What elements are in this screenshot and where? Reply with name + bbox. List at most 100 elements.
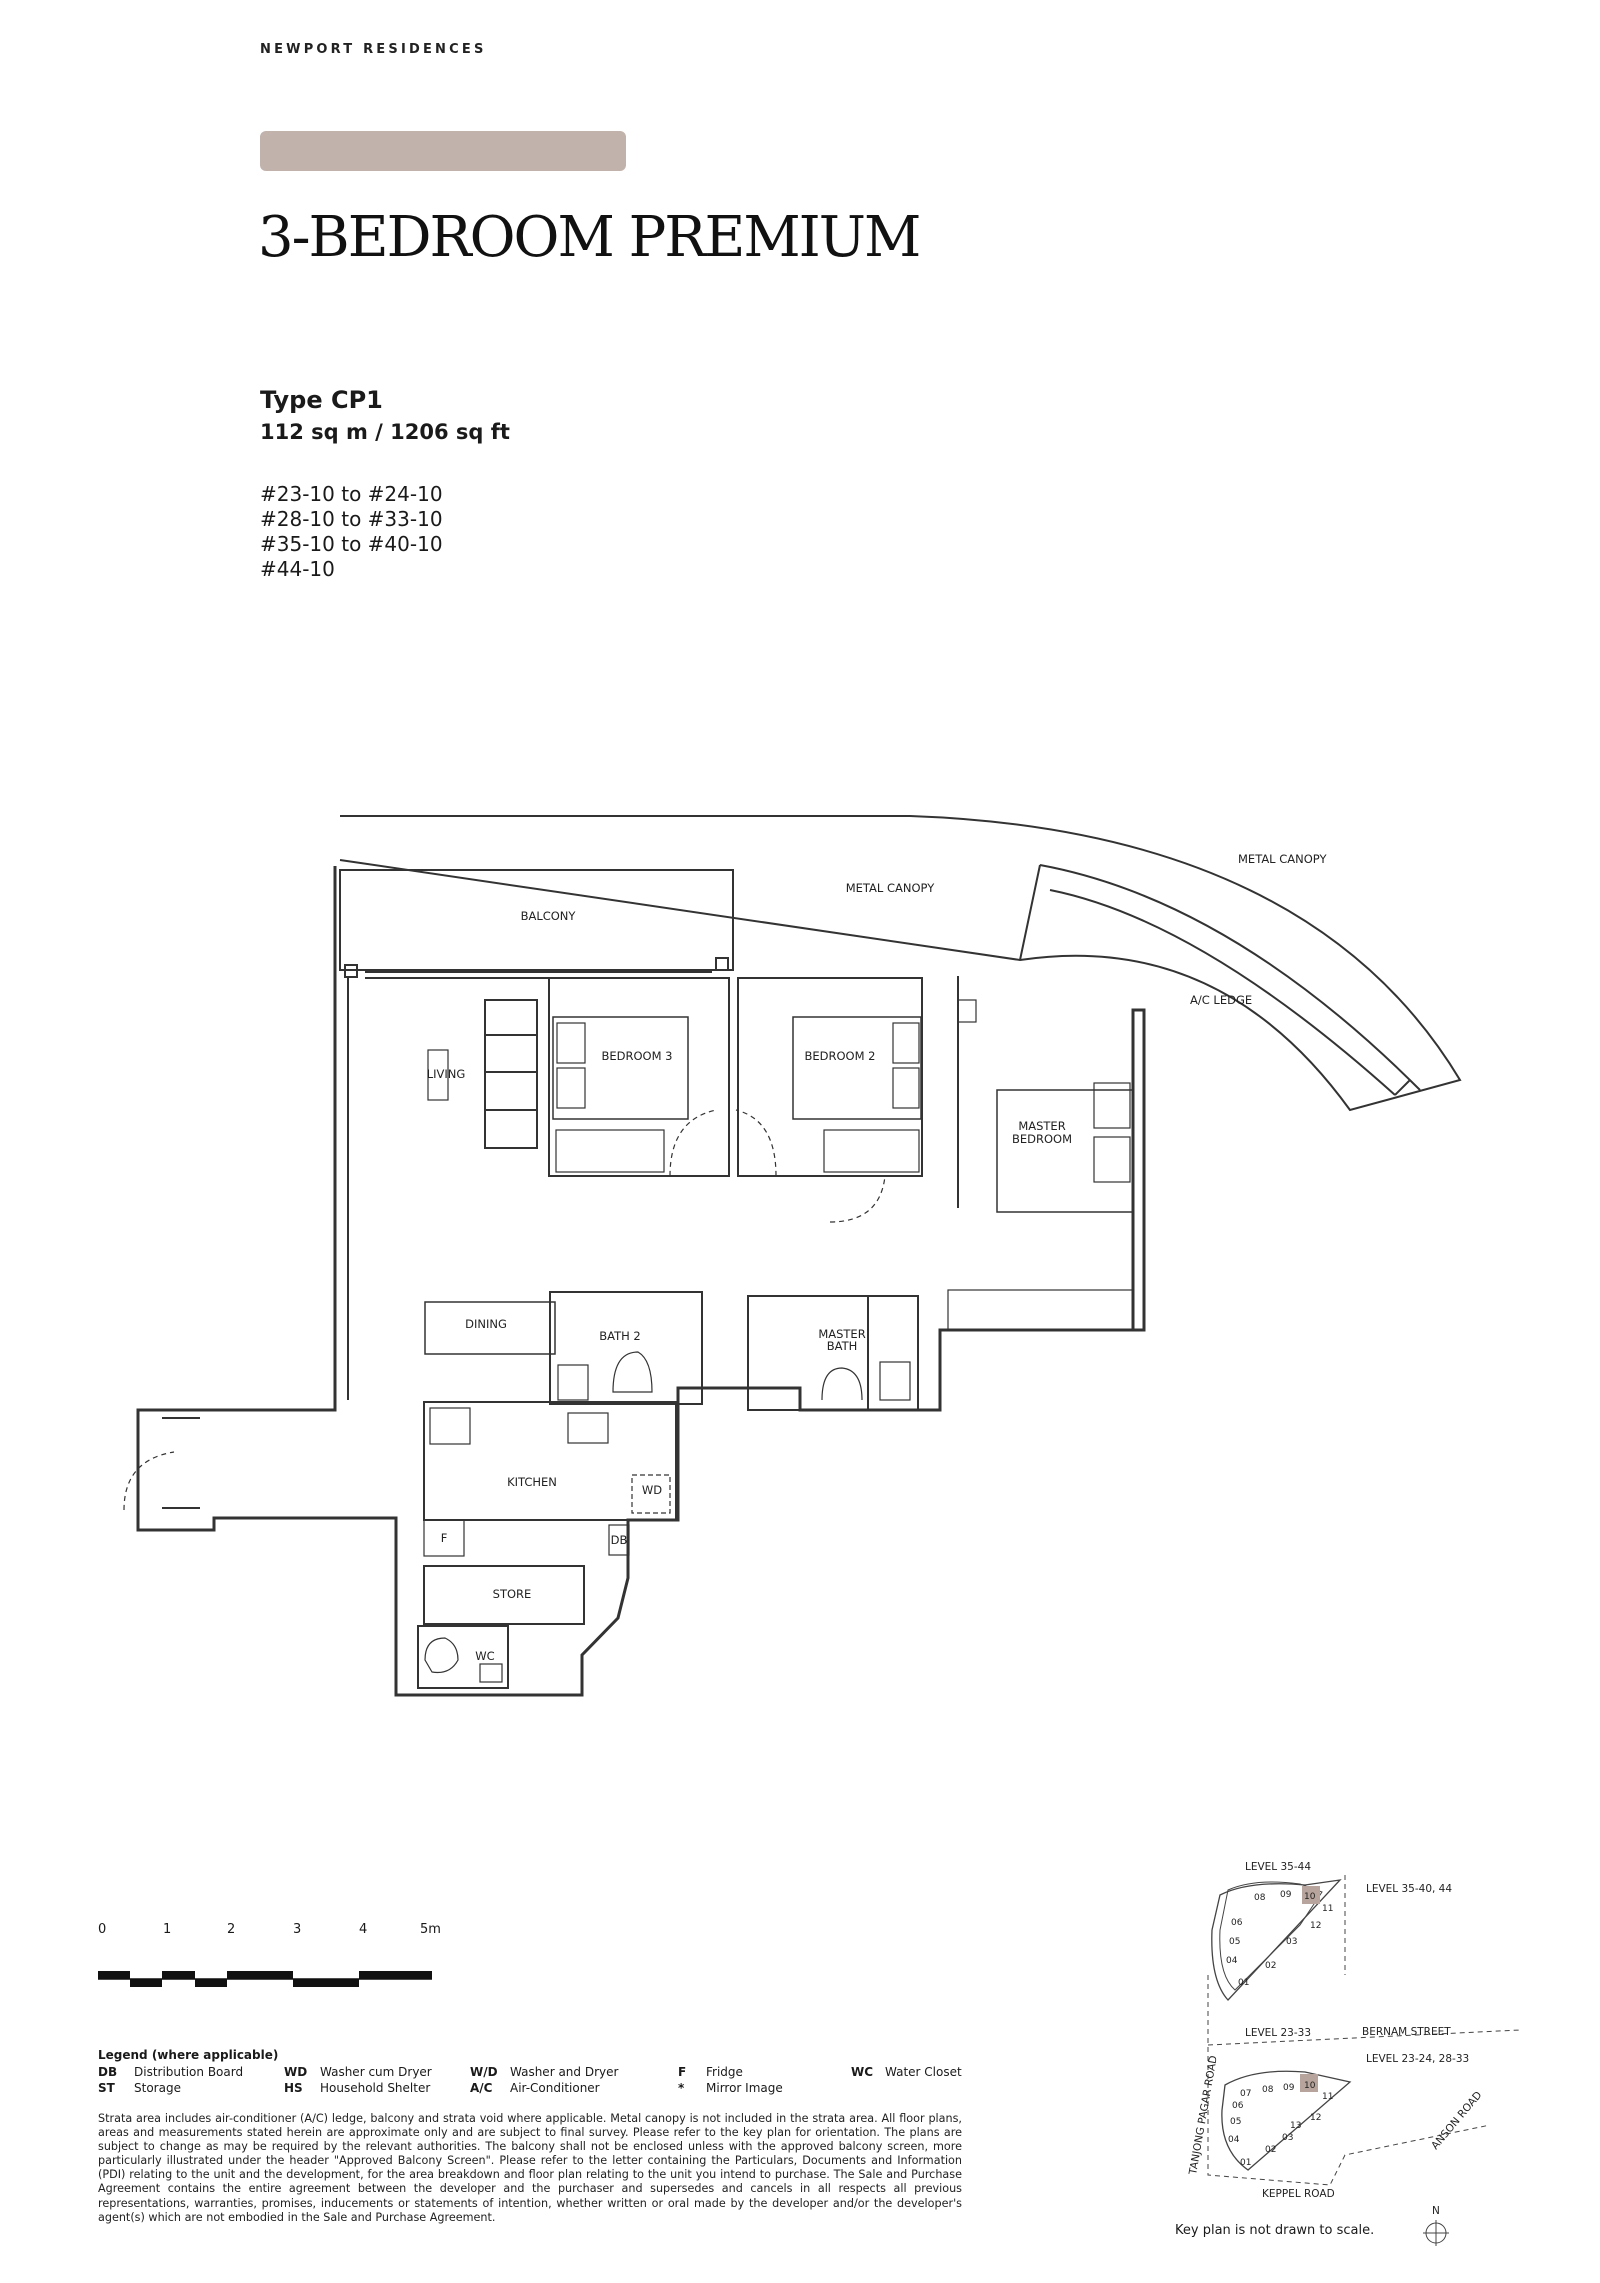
room-label-bedroom3: BEDROOM 3 (602, 1049, 673, 1063)
unit-number: 12 (1310, 1921, 1321, 1931)
unit-number: 05 (1230, 2117, 1241, 2127)
unit-range: #35-10 to #40-10 (260, 532, 443, 556)
canopy-line (1039, 864, 1421, 1091)
unit-number: 02 (1265, 1961, 1276, 1971)
unit-number: 08 (1254, 1893, 1266, 1903)
scale-label: 0 (98, 1922, 107, 1937)
keyplan-lower-level: LEVEL 23-33 (1245, 2027, 1311, 2039)
unit-number: 07 (1240, 2089, 1251, 2099)
keyplan-street-anson: ANSON ROAD (1429, 2089, 1484, 2152)
scale-label: 5m (420, 1922, 441, 1937)
bed (792, 1016, 922, 1120)
master-bed (996, 1089, 1134, 1213)
callout-metal-canopy: METAL CANOPY (1238, 852, 1327, 866)
sofa (484, 999, 538, 1149)
scale-label: 1 (163, 1922, 172, 1937)
label-fridge: F (441, 1531, 448, 1545)
wc-walls (417, 1625, 509, 1689)
unit-number: 10 (1304, 1892, 1316, 1902)
bath2-walls (549, 1291, 703, 1405)
room-label-wc: WC (475, 1649, 494, 1663)
label-wd: WD (642, 1483, 662, 1497)
disclaimer-text: Strata area includes air-conditioner (A/… (98, 2112, 962, 2224)
unit-number: 12 (1310, 2113, 1321, 2123)
room-label-master-bedroom: BEDROOM (1012, 1132, 1072, 1146)
room-label-master-bath: BATH (827, 1339, 858, 1353)
room-label-living: LIVING (427, 1067, 466, 1081)
unit-range: #28-10 to #33-10 (260, 507, 443, 531)
room-label-bedroom2: BEDROOM 2 (805, 1049, 876, 1063)
room-label-store: STORE (493, 1587, 532, 1601)
unit-number: 06 (1231, 1918, 1243, 1928)
room-label-balcony: BALCONY (521, 909, 577, 923)
unit-type-area: 112 sq m / 1206 sq ft (260, 420, 510, 444)
outer-wall (136, 866, 1146, 1697)
canopy-line (1049, 889, 1396, 1096)
toilet (821, 1367, 863, 1401)
wardrobe (823, 1129, 920, 1173)
store-walls (423, 1565, 585, 1625)
washer-dryer (631, 1474, 671, 1514)
highlight-unit (1300, 2074, 1318, 2092)
wardrobe (555, 1129, 665, 1173)
unit-number: 02 (1265, 2145, 1276, 2155)
unit-number: 04 (1228, 2135, 1240, 2145)
brand-name: NEWPORT RESIDENCES (260, 42, 487, 57)
unit-number: 01 (1240, 2158, 1251, 2168)
accent-bar (260, 131, 626, 171)
kitchen-walls (423, 1401, 677, 1521)
legend-item: *Mirror Image (678, 2081, 783, 2095)
unit-range: #44-10 (260, 557, 335, 581)
keyplan-street-tanjong-pagar: TANJONG PAGAR ROAD (1187, 2055, 1220, 2177)
bedroom3-walls (548, 977, 730, 1177)
unit-number: 08 (1262, 2085, 1274, 2095)
unit-number: 01 (1238, 1978, 1249, 1988)
key-plan: LEVEL 35-44 LEVEL 35-40, 44 LEVEL 23-33 … (1187, 1861, 1521, 2246)
fridge (423, 1519, 465, 1557)
keyplan-upper-highlight: LEVEL 35-40, 44 (1366, 1883, 1452, 1895)
highlight-unit (1302, 1886, 1320, 1904)
bed (552, 1016, 689, 1120)
keyplan-upper-level: LEVEL 35-44 (1245, 1861, 1311, 1873)
unit-number: 09 (1280, 1890, 1292, 1900)
unit-number: 06 (1232, 2101, 1244, 2111)
canopy-edge (1019, 864, 1411, 1096)
scale-label: 2 (227, 1922, 236, 1937)
unit-list: #23-10 to #24-10 #28-10 to #33-10 #35-10… (260, 482, 443, 582)
scale-label: 4 (359, 1922, 368, 1937)
canopy-outline (339, 815, 1462, 1112)
room-label-master-bath: MASTER (818, 1327, 865, 1341)
unit-number: 03 (1286, 1937, 1297, 1947)
legend-title: Legend (where applicable) (98, 2048, 279, 2062)
scale-label: 3 (293, 1922, 302, 1937)
unit-number: 05 (1229, 1937, 1240, 1947)
unit-type-name: Type CP1 (260, 386, 383, 414)
bedroom2-walls (737, 977, 923, 1177)
north-label: N (1432, 2205, 1440, 2217)
scale-labels: 0 1 2 3 4 5m (94, 1922, 454, 1942)
label-db: DB (611, 1533, 628, 1547)
unit-range: #23-10 to #24-10 (260, 482, 443, 506)
unit-number: 10 (1304, 2081, 1316, 2091)
keyplan-street-keppel: KEPPEL ROAD (1262, 2188, 1335, 2200)
coffee-table (427, 1049, 449, 1101)
unit-number: 09 (1283, 2083, 1295, 2093)
unit-number: 13 (1290, 2121, 1301, 2131)
room-label-dining: DINING (465, 1317, 507, 1331)
room-label-kitchen: KITCHEN (507, 1475, 557, 1489)
keyplan-street-bernam: BERNAM STREET (1362, 2026, 1451, 2038)
callout-ac-ledge: A/C LEDGE (1190, 993, 1252, 1007)
hob (567, 1412, 609, 1444)
column (715, 957, 729, 971)
room-label-metal-canopy: METAL CANOPY (846, 881, 935, 895)
ac-ledge-interior (947, 1289, 1134, 1331)
key-plan-note: Key plan is not drawn to scale. (1175, 2223, 1375, 2238)
unit-number: 11 (1322, 2092, 1333, 2102)
